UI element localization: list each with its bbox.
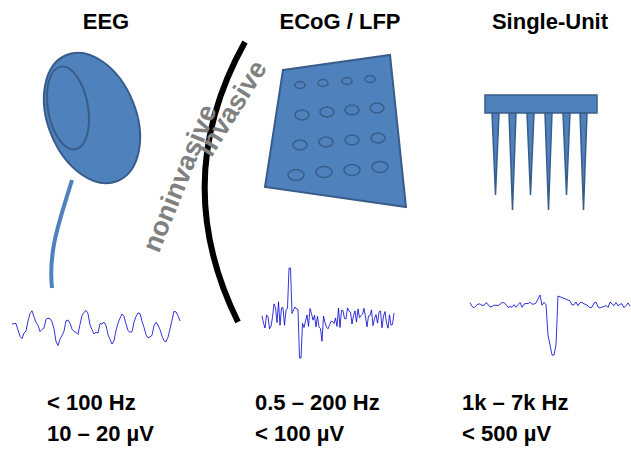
frequency-range: 1k – 7k Hz (462, 392, 568, 414)
electrode-shank (527, 113, 534, 195)
contact-dot (345, 135, 359, 145)
contact-dot (316, 166, 332, 177)
amplitude-range: 10 – 20 µV (47, 423, 154, 445)
contact-dot (288, 169, 304, 180)
contact-dot (372, 161, 388, 172)
contact-dot (371, 133, 385, 143)
contact-dot (345, 105, 359, 115)
eeg-trace (12, 310, 180, 345)
electrode-shank (509, 113, 516, 210)
electrode-shank (580, 113, 587, 210)
column-heading: Single-Unit (492, 11, 608, 33)
frequency-range: < 100 Hz (47, 392, 136, 414)
contact-dot (365, 76, 375, 83)
contact-dot (344, 164, 360, 175)
eeg-electrode (26, 38, 159, 288)
ecog-trace (262, 268, 394, 358)
column-heading: EEG (83, 11, 129, 33)
microelectrode-array (485, 95, 597, 210)
array-base (485, 95, 597, 113)
electrode-shank (492, 113, 499, 195)
contact-dot (318, 80, 328, 87)
spike-trace (470, 295, 630, 355)
frequency-range: 0.5 – 200 Hz (255, 392, 380, 414)
grid-sheet (265, 55, 406, 207)
contact-dot (293, 140, 307, 150)
electrode-cup (26, 38, 159, 197)
contact-dot (342, 78, 352, 85)
electrode-shank (545, 113, 552, 210)
column-heading: ECoG / LFP (280, 11, 401, 33)
contact-dot (370, 103, 384, 113)
contact-dot (319, 137, 333, 147)
electrode-disc (41, 63, 95, 153)
amplitude-range: < 100 µV (255, 423, 344, 445)
contact-dot (295, 110, 309, 120)
ecog-grid (265, 55, 406, 207)
contact-dot (295, 82, 305, 89)
contact-dot (320, 107, 334, 117)
electrode-shank (563, 113, 570, 195)
electrode-wire (51, 180, 72, 288)
amplitude-range: < 500 µV (462, 423, 551, 445)
